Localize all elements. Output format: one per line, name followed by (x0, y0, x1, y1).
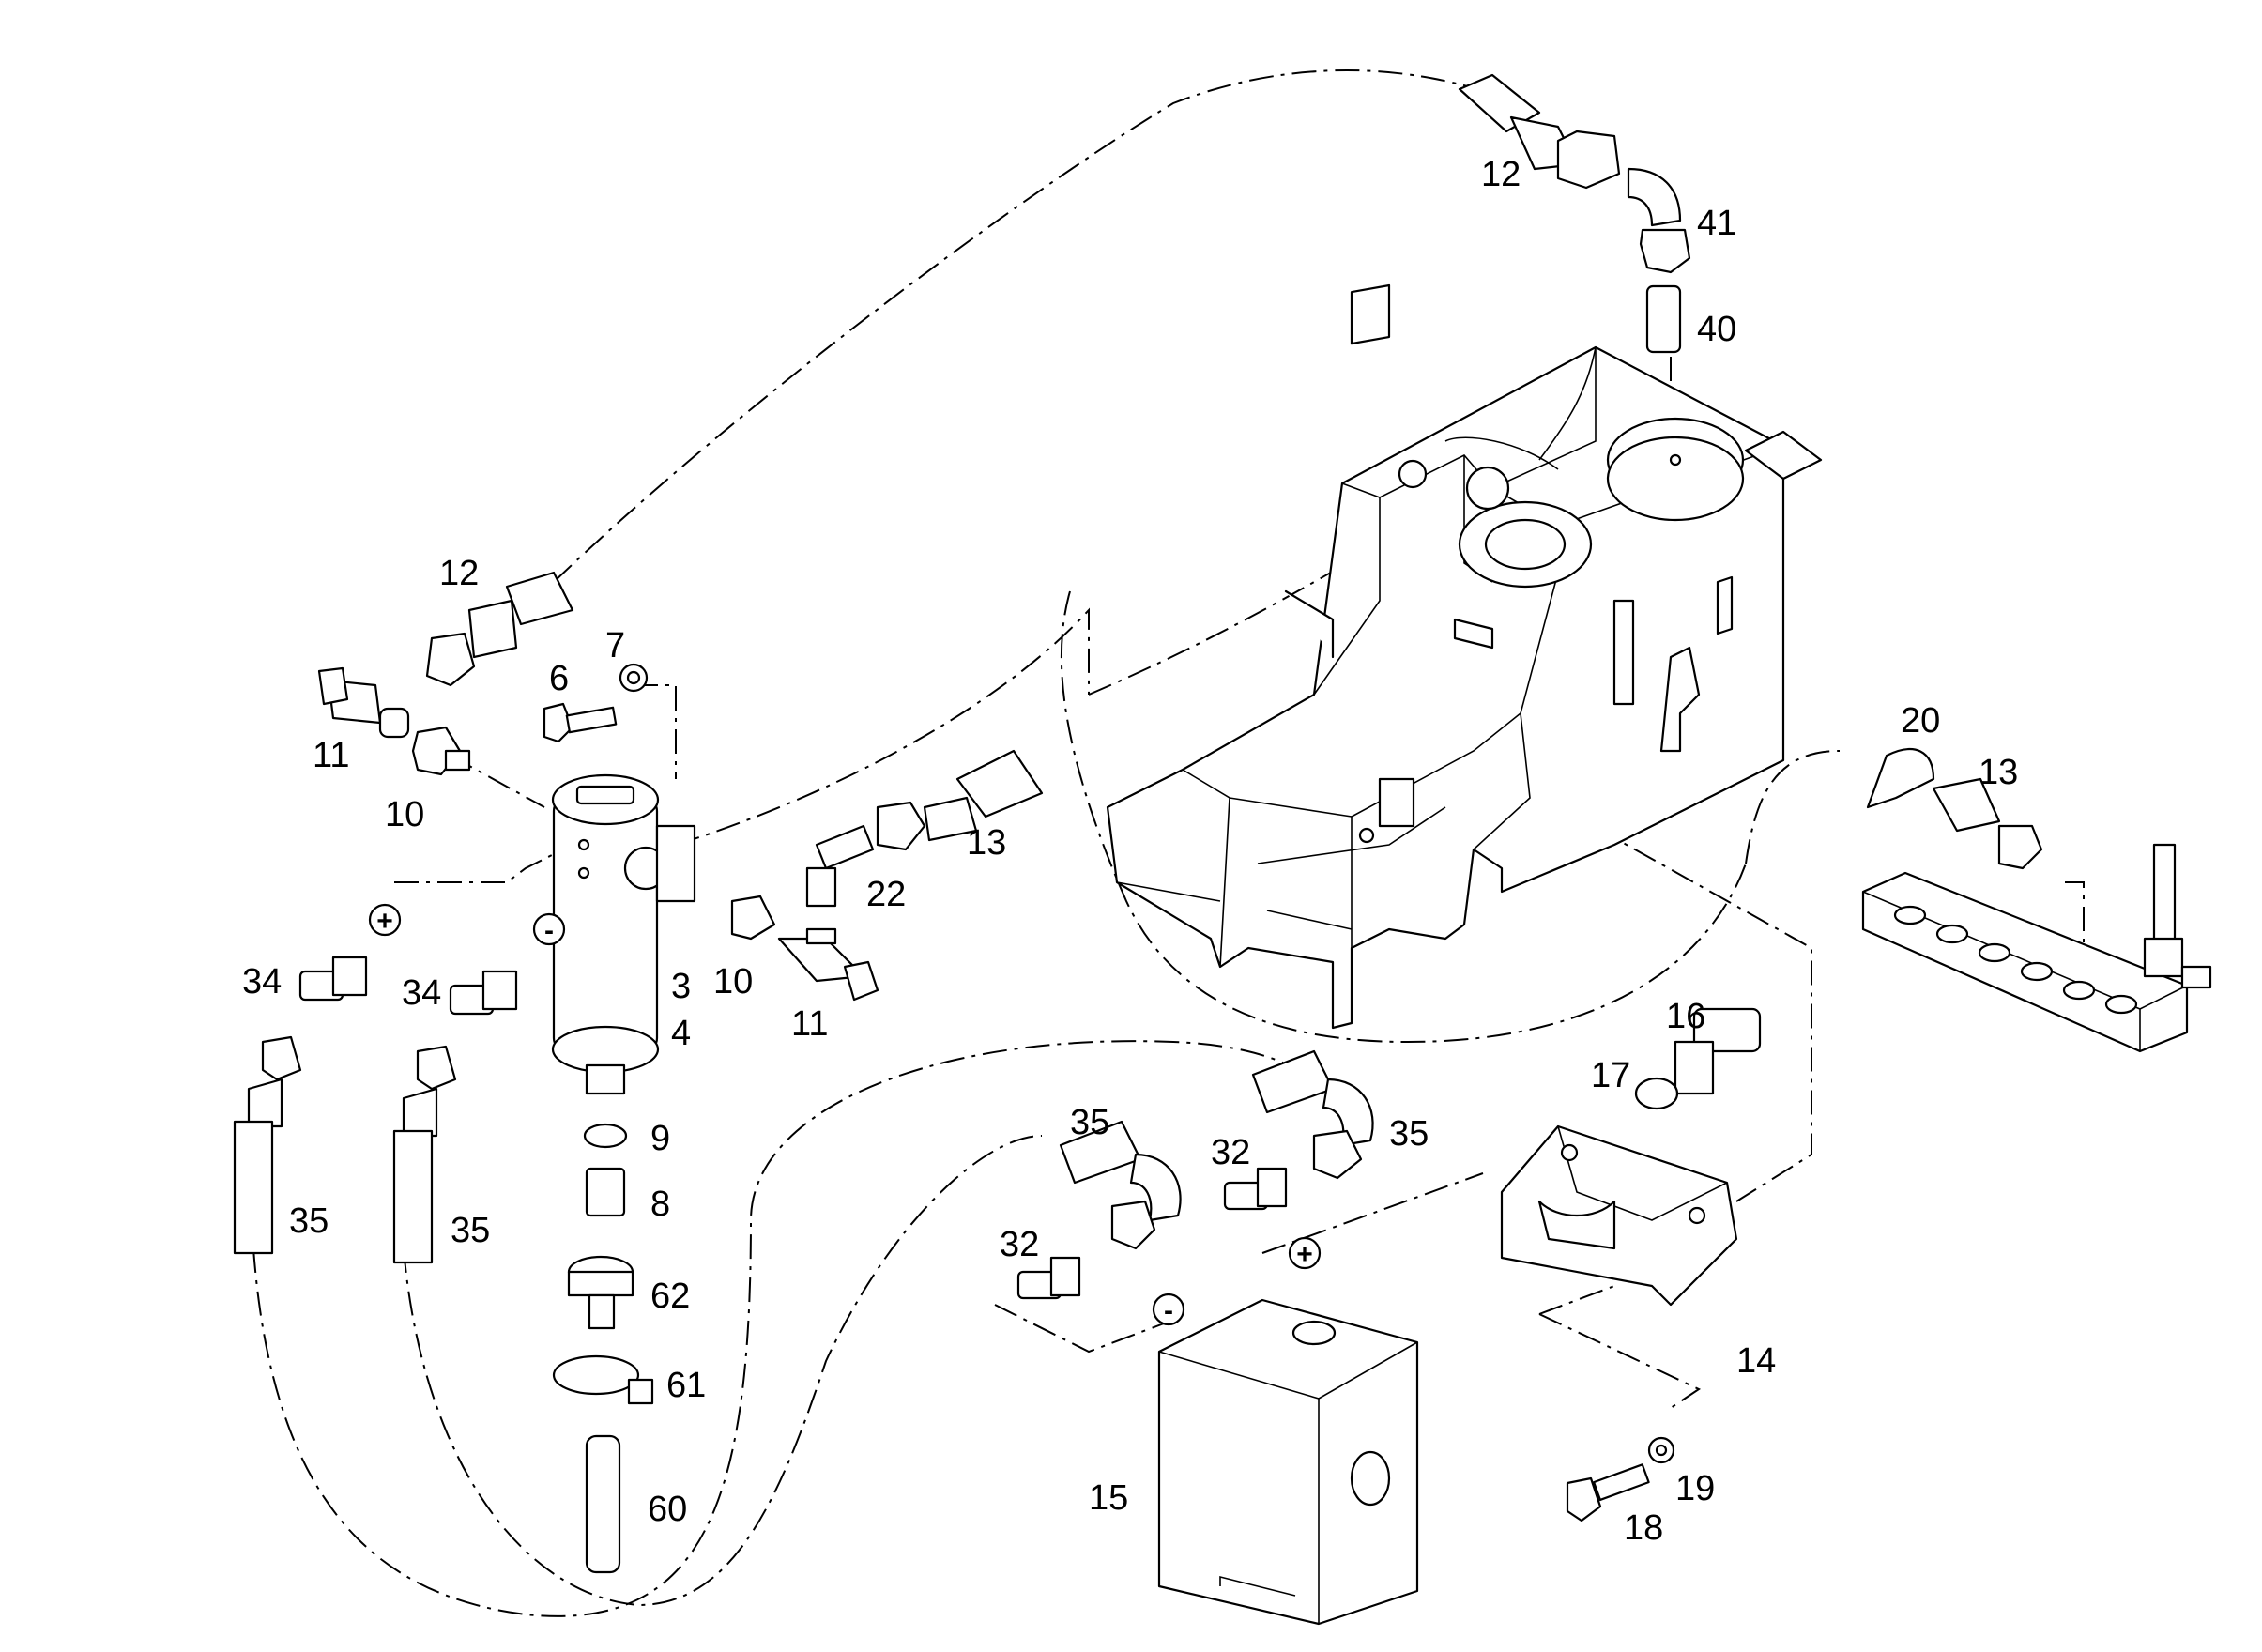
callout-35-right: 35 (451, 1211, 490, 1250)
callout-7: 7 (605, 626, 625, 665)
callout-8: 8 (650, 1185, 670, 1224)
callout-41: 41 (1697, 204, 1736, 243)
hydraulic-tank (1106, 283, 1823, 1030)
minus-symbol-bottom (1152, 1293, 1185, 1326)
callout-11-left: 11 (313, 736, 349, 775)
callout-18: 18 (1624, 1508, 1663, 1548)
callout-6: 6 (549, 659, 569, 698)
plus-sign-bottom: + (1296, 1239, 1313, 1270)
callout-14: 14 (1736, 1341, 1776, 1381)
callout-22: 22 (866, 875, 906, 914)
callout-40: 40 (1697, 310, 1736, 349)
callout-19: 19 (1675, 1469, 1715, 1508)
plus-symbol-left (368, 903, 402, 937)
plus-symbol-bottom (1288, 1236, 1322, 1270)
callout-12-top: 12 (1481, 155, 1521, 194)
manifold-bar (1861, 843, 2212, 1053)
callout-34-left: 34 (242, 962, 282, 1002)
callout-11-center: 11 (791, 1004, 828, 1044)
callout-13-center: 13 (967, 823, 1006, 863)
callout-62: 62 (650, 1277, 690, 1316)
callout-60: 60 (648, 1490, 687, 1529)
minus-sign-bottom: - (1164, 1295, 1173, 1326)
minus-sign-left: - (544, 915, 554, 946)
filter-assembly (551, 773, 696, 1095)
callout-32-left: 32 (1000, 1225, 1039, 1264)
mounting-bracket (1500, 1124, 1738, 1307)
callout-13-right: 13 (1979, 753, 2018, 792)
callout-labels: 12 41 40 12 7 6 11 10 13 22 10 11 3 4 34… (242, 155, 2018, 1548)
solenoid-block (1157, 1298, 1419, 1626)
callout-35-left: 35 (289, 1201, 329, 1241)
callout-20: 20 (1901, 701, 1940, 741)
callout-10-center: 10 (713, 962, 753, 1002)
plus-sign-left: + (376, 906, 393, 937)
callout-15: 15 (1089, 1478, 1128, 1518)
polarity-symbols: + - + - (368, 903, 1322, 1326)
callout-16: 16 (1666, 997, 1705, 1036)
callout-32-right: 32 (1211, 1133, 1250, 1172)
callout-17: 17 (1591, 1056, 1630, 1095)
callout-35-bottom-left: 35 (1070, 1103, 1109, 1142)
minus-symbol-left (532, 912, 566, 946)
callout-3: 3 (671, 967, 691, 1006)
fittings-and-hoses (233, 73, 2043, 1574)
callout-10-left: 10 (385, 795, 424, 834)
callout-9: 9 (650, 1119, 670, 1158)
callout-61: 61 (666, 1366, 706, 1405)
callout-4: 4 (671, 1014, 691, 1053)
callout-34-right: 34 (402, 973, 441, 1013)
callout-35-bottom-right: 35 (1389, 1114, 1429, 1154)
callout-12-left: 12 (439, 554, 479, 593)
